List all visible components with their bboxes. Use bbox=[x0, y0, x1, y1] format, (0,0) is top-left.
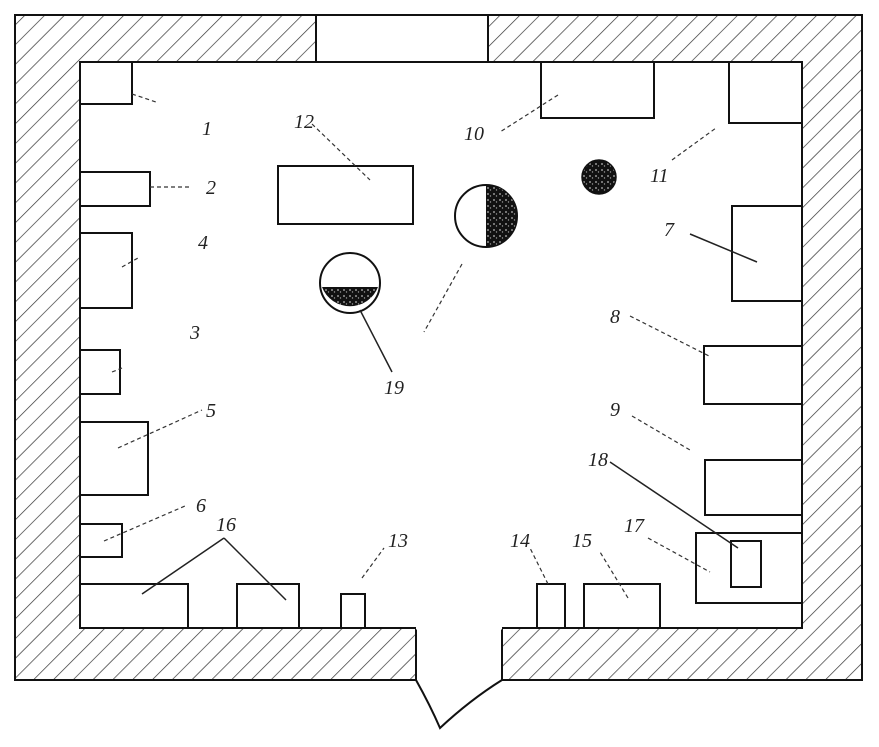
room-outline bbox=[79, 61, 803, 629]
box-15 bbox=[583, 583, 661, 629]
label-1: 1 bbox=[202, 118, 212, 140]
label-9: 9 bbox=[610, 399, 620, 421]
furniture bbox=[79, 61, 803, 629]
box-2 bbox=[79, 171, 151, 207]
labels: 1 2 4 3 5 6 16 13 14 15 12 10 11 7 8 9 1… bbox=[189, 111, 675, 552]
box-14 bbox=[536, 583, 566, 629]
box-16-left bbox=[79, 583, 189, 629]
box-6 bbox=[79, 523, 123, 558]
box-8 bbox=[703, 345, 803, 405]
box-top-right-corner bbox=[728, 61, 803, 124]
vessel-11-small bbox=[581, 159, 617, 195]
leader-lines bbox=[103, 93, 758, 601]
label-11: 11 bbox=[650, 165, 669, 187]
label-19: 19 bbox=[384, 377, 404, 399]
doorway bbox=[415, 626, 503, 730]
label-15: 15 bbox=[572, 530, 592, 552]
box-7 bbox=[731, 205, 803, 302]
wall-outline-top-gap bbox=[315, 14, 489, 63]
label-18: 18 bbox=[588, 449, 608, 471]
label-8: 8 bbox=[610, 306, 620, 328]
box-16-right bbox=[236, 583, 300, 629]
box-4 bbox=[79, 232, 133, 309]
label-16: 16 bbox=[216, 514, 236, 536]
label-13-left: 13 bbox=[388, 530, 408, 552]
vessel-19-center bbox=[454, 184, 518, 248]
label-4: 4 bbox=[198, 232, 208, 254]
box-3 bbox=[79, 349, 121, 395]
vessel-19-left bbox=[319, 252, 381, 314]
label-6: 6 bbox=[196, 495, 206, 517]
label-7: 7 bbox=[664, 219, 675, 241]
walls bbox=[14, 14, 863, 730]
box-9 bbox=[704, 459, 803, 516]
box-12 bbox=[277, 165, 414, 225]
box-18-inner bbox=[730, 540, 762, 588]
box-10 bbox=[540, 61, 655, 119]
label-5: 5 bbox=[206, 400, 216, 422]
label-10: 10 bbox=[464, 123, 484, 145]
label-17: 17 bbox=[624, 515, 645, 537]
label-3: 3 bbox=[189, 322, 200, 344]
label-2: 2 bbox=[206, 177, 216, 199]
label-12: 12 bbox=[294, 111, 314, 133]
box-5 bbox=[79, 421, 149, 496]
vessels bbox=[319, 159, 617, 314]
box-13-small bbox=[340, 593, 366, 629]
label-14: 14 bbox=[510, 530, 530, 552]
box-top-left-corner bbox=[79, 61, 133, 105]
